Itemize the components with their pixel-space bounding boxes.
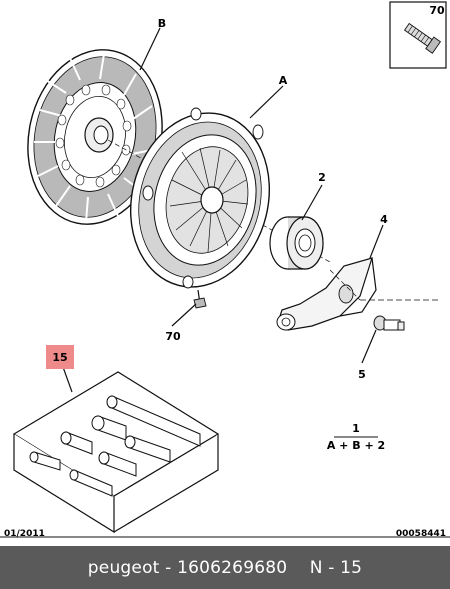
date-note: 01/2011 bbox=[4, 529, 45, 539]
label-pressure-plate: A bbox=[279, 74, 288, 87]
footer-page: N - 15 bbox=[309, 557, 363, 578]
footer-gap bbox=[287, 558, 309, 578]
leader-lines bbox=[62, 27, 384, 393]
footer-bar: peugeot - 1606269680 N - 15 bbox=[0, 546, 450, 589]
bolt-icon[interactable] bbox=[193, 289, 207, 309]
label-release-fork: 4 bbox=[380, 213, 388, 226]
ref-note: 00058441 bbox=[395, 529, 446, 539]
label-pivot-ball: 5 bbox=[358, 368, 366, 381]
pivot-ball[interactable] bbox=[373, 315, 405, 331]
clutch-disc[interactable] bbox=[12, 37, 331, 263]
bolt-inset-box[interactable] bbox=[389, 1, 447, 69]
label-kit: 15 bbox=[52, 351, 67, 364]
label-disc: B bbox=[158, 17, 166, 30]
kit-label-box bbox=[46, 345, 74, 369]
footer-part-number: 1606269680 bbox=[177, 557, 288, 578]
kit-box[interactable] bbox=[12, 371, 220, 534]
clutch-diagram: B A 2 4 5 70 70 15 1 A + B + 2 bbox=[0, 1, 450, 538]
label-bolt: 70 bbox=[165, 330, 181, 343]
footer-separator: - bbox=[159, 557, 178, 578]
release-fork[interactable] bbox=[276, 257, 440, 331]
formula-top: 1 bbox=[352, 422, 360, 435]
pressure-plate[interactable] bbox=[113, 98, 288, 302]
label-bolt-inset: 70 bbox=[429, 4, 445, 17]
formula-bottom: A + B + 2 bbox=[327, 439, 385, 452]
label-release-bearing: 2 bbox=[318, 171, 326, 184]
footer-brand: peugeot bbox=[87, 557, 160, 578]
release-bearing[interactable] bbox=[269, 216, 324, 270]
